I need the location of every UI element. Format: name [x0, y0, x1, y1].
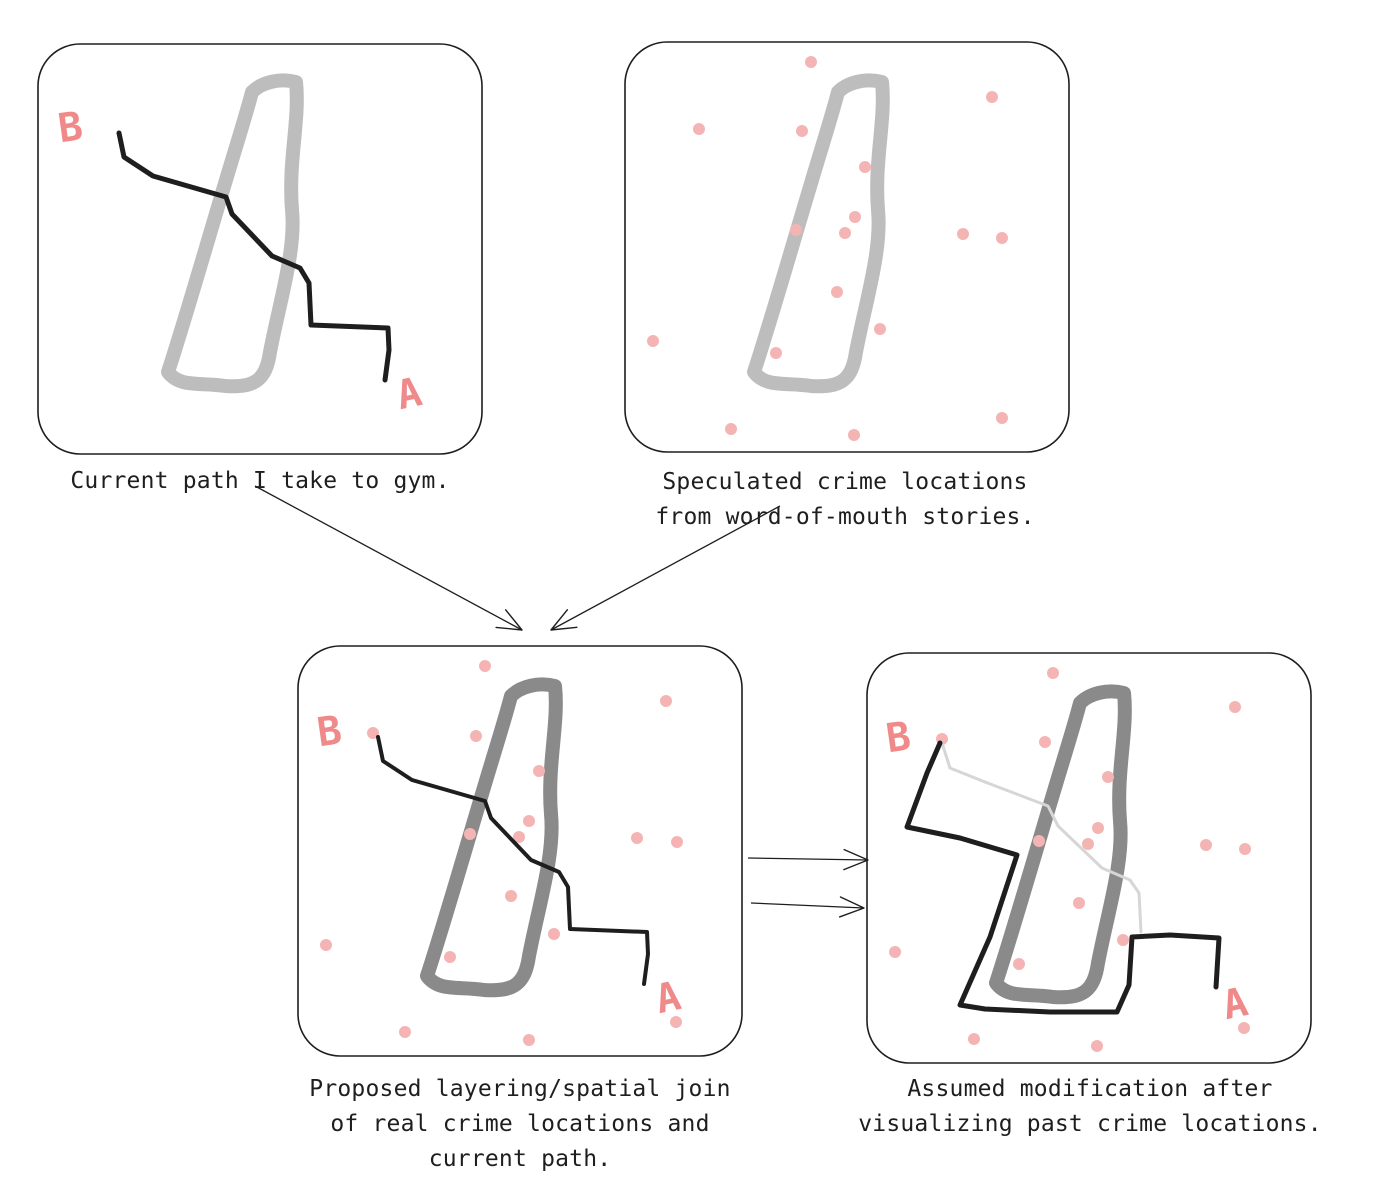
crime-dot — [320, 939, 332, 951]
connector-arrows — [254, 485, 869, 918]
current-route-line — [376, 735, 650, 986]
caption-line: current path. — [428, 1146, 612, 1172]
crime-dot — [1200, 839, 1212, 851]
crime-dot — [670, 1016, 682, 1028]
crime-dot — [1039, 736, 1051, 748]
crime-dot — [523, 815, 535, 827]
crime-dot — [859, 161, 871, 173]
crime-dot — [839, 227, 851, 239]
caption-line: Current path I take to gym. — [70, 468, 450, 494]
crime-dot — [1033, 835, 1045, 847]
crime-dot — [548, 928, 560, 940]
caption-proposed-layering: Proposed layering/spatial join of real c… — [280, 1072, 760, 1177]
crime-dot — [533, 765, 545, 777]
panel-speculated-crimes — [624, 41, 1070, 453]
panel-frame — [624, 41, 1070, 453]
crime-dot — [660, 695, 672, 707]
arrow-proposed-to-modified-1 — [747, 848, 869, 871]
crime-dot — [831, 286, 843, 298]
panel-frame — [37, 43, 483, 455]
arrow-proposed-to-modified-2 — [750, 896, 865, 918]
crime-dots — [647, 56, 1008, 441]
crime-dot — [770, 347, 782, 359]
crime-dots — [320, 660, 683, 1046]
crime-dot — [1082, 838, 1094, 850]
crime-dot — [1092, 822, 1104, 834]
caption-assumed-modification: Assumed modification after visualizing p… — [850, 1072, 1330, 1142]
crime-dot — [399, 1026, 411, 1038]
crime-dot — [479, 660, 491, 672]
crime-dot — [996, 232, 1008, 244]
caption-line: of real crime locations and — [330, 1111, 710, 1137]
crime-dot — [1091, 1040, 1103, 1052]
caption-line: Speculated crime locations — [662, 469, 1028, 495]
panel-proposed-layering: B A — [297, 645, 743, 1057]
panel-assumed-modification: B A — [866, 652, 1312, 1064]
crime-dot — [505, 890, 517, 902]
crime-dot — [464, 828, 476, 840]
crime-dot — [1013, 958, 1025, 970]
crime-dot — [444, 951, 456, 963]
river-shape — [989, 684, 1132, 1005]
panel-current-path: B A — [37, 43, 483, 455]
crime-dot — [968, 1033, 980, 1045]
crime-dot — [647, 335, 659, 347]
arrow-speculated-to-proposed — [550, 505, 781, 631]
crime-dot — [889, 946, 901, 958]
caption-line: from word-of-mouth stories. — [655, 504, 1035, 530]
crime-dot — [725, 423, 737, 435]
river-shape — [747, 73, 890, 394]
crime-dot — [631, 832, 643, 844]
caption-line: visualizing past crime locations. — [858, 1111, 1322, 1137]
crime-dot — [874, 323, 886, 335]
crime-dot — [1238, 1022, 1250, 1034]
crime-dot — [986, 91, 998, 103]
crime-dot — [1239, 843, 1251, 855]
crime-dot — [957, 228, 969, 240]
crime-dot — [1047, 667, 1059, 679]
crime-dot — [513, 831, 525, 843]
caption-current-path: Current path I take to gym. — [30, 464, 490, 499]
crime-dot — [1117, 934, 1129, 946]
crime-dot — [367, 727, 379, 739]
crime-dot — [996, 412, 1008, 424]
crime-dot — [470, 730, 482, 742]
crime-dot — [790, 224, 802, 236]
caption-line: Proposed layering/spatial join — [309, 1076, 731, 1102]
crime-dot — [671, 836, 683, 848]
crime-dot — [1073, 897, 1085, 909]
arrow-current-to-proposed — [254, 485, 523, 631]
crime-dot — [805, 56, 817, 68]
crime-dots — [889, 667, 1251, 1052]
crime-dot — [523, 1034, 535, 1046]
caption-line: Assumed modification after — [907, 1076, 1273, 1102]
old-route-line — [940, 741, 1143, 934]
modified-route-line — [904, 740, 1222, 1015]
crime-dot — [693, 123, 705, 135]
crime-dot — [1102, 771, 1114, 783]
crime-dot — [796, 125, 808, 137]
crime-dot — [1229, 701, 1241, 713]
caption-speculated-crimes: Speculated crime locations from word-of-… — [600, 465, 1090, 535]
current-route-line — [116, 130, 392, 383]
crime-dot — [848, 429, 860, 441]
crime-dot — [849, 211, 861, 223]
